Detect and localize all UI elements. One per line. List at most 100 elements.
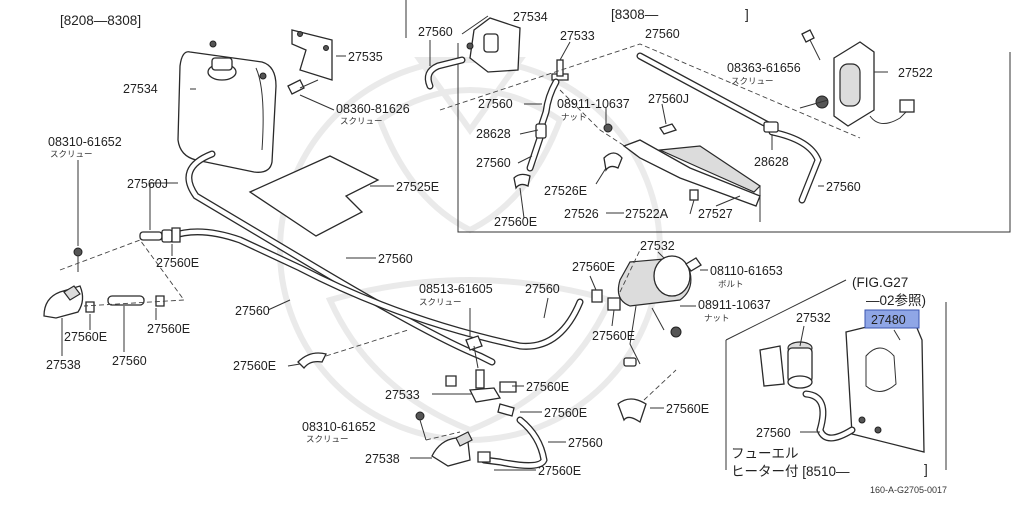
label-27538-center[interactable]: 27538 xyxy=(365,452,400,466)
label-27522[interactable]: 27522 xyxy=(898,66,933,80)
clip-27560e-center xyxy=(499,381,517,393)
label-27560e-clip-mid[interactable]: 27560E xyxy=(233,359,276,373)
label-27560e-center2[interactable]: 27560E xyxy=(544,406,587,420)
label-27522a[interactable]: 27522A xyxy=(625,207,669,221)
label-27560-mid[interactable]: 27560 xyxy=(478,97,513,111)
label-27560j-left[interactable]: 27560J xyxy=(127,177,168,191)
joint-27560j-top xyxy=(658,123,678,135)
pump-27532 xyxy=(617,255,692,367)
label-27526[interactable]: 27526 xyxy=(564,207,599,221)
short-hose-left xyxy=(85,295,165,313)
label-27560-left-short[interactable]: 27560 xyxy=(112,354,147,368)
label-27533-top[interactable]: 27533 xyxy=(560,29,595,43)
section-frames xyxy=(405,0,1011,470)
tank-27534-top xyxy=(466,17,521,73)
label-27560e-top[interactable]: 27560E xyxy=(494,215,537,229)
watermark-emblem xyxy=(277,57,663,443)
label-27560e-right-center[interactable]: 27560E xyxy=(666,402,709,416)
screw-08310-center xyxy=(415,411,427,441)
note-screw-08310-center: スクリュー xyxy=(306,435,349,445)
label-27560-right[interactable]: 27560 xyxy=(826,180,861,194)
note-screw-08360: スクリュー xyxy=(340,117,383,127)
label-27560e-pump[interactable]: 27560E xyxy=(572,260,615,274)
hose-27560-center-low xyxy=(480,416,548,469)
label-27560e-pump2[interactable]: 27560E xyxy=(592,329,635,343)
clip-27526e xyxy=(603,152,623,172)
valve-28628-right xyxy=(763,121,779,133)
fig-reference-line2: —02参照) xyxy=(866,292,926,308)
note-screw-08513: スクリュー xyxy=(419,298,462,308)
label-27532-fuel[interactable]: 27532 xyxy=(796,311,831,325)
label-27560e-left1[interactable]: 27560E xyxy=(156,256,199,270)
screw-08513 xyxy=(465,335,483,351)
label-27560-top2[interactable]: 27560 xyxy=(645,27,680,41)
label-27560-fuel[interactable]: 27560 xyxy=(756,426,791,440)
assembly-guide-top xyxy=(439,43,861,139)
note-screw-08363: スクリュー xyxy=(731,77,774,87)
pump-27532-fuel xyxy=(759,341,813,389)
label-27533-center[interactable]: 27533 xyxy=(385,388,420,402)
clip-27560e-left xyxy=(171,227,181,243)
nut-08911-top xyxy=(603,123,613,133)
part-labels: 27534 27535 08360-81626 スクリュー 27525E 083… xyxy=(46,10,933,478)
note-nut-mid: ナット xyxy=(704,314,730,324)
label-27560-left-long[interactable]: 27560 xyxy=(235,304,270,318)
label-08110-61653[interactable]: 08110-61653 xyxy=(710,264,783,278)
label-27560-low[interactable]: 27560 xyxy=(568,436,603,450)
label-27525e[interactable]: 27525E xyxy=(396,180,439,194)
label-08310-61652-left[interactable]: 08310-61652 xyxy=(48,135,122,149)
section-header-right: [8308— xyxy=(611,7,659,22)
label-08310-61652-center[interactable]: 08310-61652 xyxy=(302,420,376,434)
label-08363-61656[interactable]: 08363-61656 xyxy=(727,61,801,75)
label-27560e-bottom[interactable]: 27560E xyxy=(538,464,581,478)
hose-27560-top-vertical xyxy=(526,78,560,172)
heater-plate-27480 xyxy=(845,315,925,453)
screw-08363 xyxy=(801,29,821,61)
label-27560e-center[interactable]: 27560E xyxy=(526,380,569,394)
diagram-code: 160-A-G2705-0017 xyxy=(870,485,947,495)
hose-27560-fuel xyxy=(802,390,856,442)
bolt-08110 xyxy=(685,257,702,272)
label-27560-upper-long[interactable]: 27560 xyxy=(378,252,413,266)
label-27560j-top[interactable]: 27560J xyxy=(648,92,689,106)
label-27560e-left3[interactable]: 27560E xyxy=(147,322,190,336)
joint-27560j xyxy=(139,229,173,243)
clip-27560e-pump xyxy=(591,289,603,303)
clip-27560e-pump2 xyxy=(607,297,621,311)
nut-08911-mid xyxy=(670,326,682,338)
section-header-left: [8208—8308] xyxy=(60,13,141,28)
section-header-right-close: ] xyxy=(745,7,749,22)
label-27534-tank[interactable]: 27534 xyxy=(123,82,158,96)
screw-shaft xyxy=(473,345,479,369)
tee-27533-center xyxy=(445,369,515,417)
label-28628-right[interactable]: 28628 xyxy=(754,155,789,169)
label-08911-10637-mid[interactable]: 08911-10637 xyxy=(698,298,771,312)
label-08360-81626[interactable]: 08360-81626 xyxy=(336,102,410,116)
clip-27560e-top xyxy=(513,173,531,190)
motor-27522 xyxy=(799,41,915,127)
tank-bracket xyxy=(291,29,333,81)
label-27560e-left2[interactable]: 27560E xyxy=(64,330,107,344)
label-27535[interactable]: 27535 xyxy=(348,50,383,64)
label-28628-left[interactable]: 28628 xyxy=(476,127,511,141)
label-27480[interactable]: 27480 xyxy=(871,313,906,327)
label-27532-center[interactable]: 27532 xyxy=(640,239,675,253)
leader-lines xyxy=(61,15,901,471)
highlight-27480 xyxy=(864,309,920,329)
label-27560-top1[interactable]: 27560 xyxy=(418,25,453,39)
label-27560-mid2[interactable]: 27560 xyxy=(476,156,511,170)
screw-08310-left xyxy=(73,162,83,272)
washer-tank xyxy=(177,40,277,173)
label-27527[interactable]: 27527 xyxy=(698,207,733,221)
label-27534-top[interactable]: 27534 xyxy=(513,10,548,24)
label-08911-10637-top[interactable]: 08911-10637 xyxy=(557,97,630,111)
label-27560-mid3[interactable]: 27560 xyxy=(525,282,560,296)
screw-08360 xyxy=(287,79,319,95)
label-27526e[interactable]: 27526E xyxy=(544,184,587,198)
note-nut-top: ナット xyxy=(561,113,587,123)
tee-27533-top xyxy=(551,59,569,81)
label-27538-left[interactable]: 27538 xyxy=(46,358,81,372)
label-08513-61605[interactable]: 08513-61605 xyxy=(419,282,493,296)
assembly-guide-center xyxy=(643,369,677,401)
